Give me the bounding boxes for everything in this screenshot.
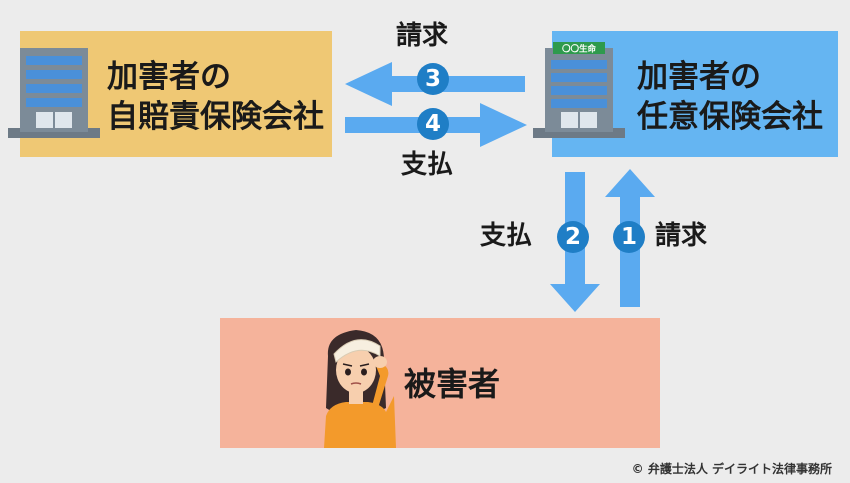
jibaiseki-line1: 加害者の [107, 59, 231, 95]
nini-line1: 加害者の [637, 59, 761, 95]
victim-box [220, 318, 660, 448]
jibaiseki-line2: 自賠責保険会社 [107, 99, 324, 135]
office-building-icon: 〇〇生命 [533, 42, 625, 138]
jibaiseki-insurer-label: 加害者の 自賠責保険会社 [107, 57, 324, 137]
step-1-badge: 1 [613, 221, 645, 253]
victim-label: 被害者 [404, 365, 501, 403]
step-4-badge: 4 [417, 108, 449, 140]
step-request-label: 請求 [655, 221, 708, 251]
office-building-icon [8, 48, 100, 138]
copyright-text: © 弁護士法人 デイライト法律事務所 [631, 462, 832, 476]
nini-line2: 任意保険会社 [637, 99, 823, 135]
injured-woman-icon [324, 330, 396, 448]
voluntary-insurer-label: 加害者の 任意保険会社 [637, 57, 823, 137]
building-sign-text: 〇〇生命 [562, 44, 597, 55]
step-2-badge: 2 [557, 221, 589, 253]
step-payment-label: 支払 [401, 150, 454, 180]
step-payment-label: 支払 [480, 221, 533, 251]
step-request-label: 請求 [396, 21, 449, 51]
step-3-badge: 3 [417, 63, 449, 95]
